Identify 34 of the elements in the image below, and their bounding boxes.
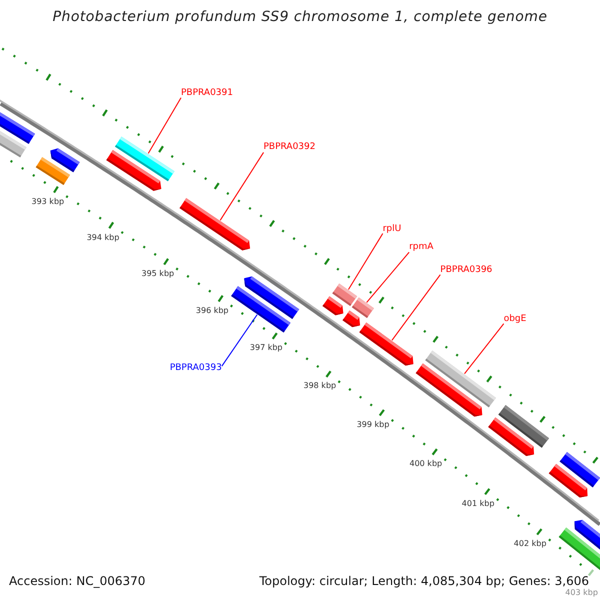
- scale-label: 395 kbp: [142, 269, 174, 280]
- category-bar: [352, 297, 374, 318]
- category-bar: [332, 284, 358, 306]
- gene-label: PBPRA0393: [170, 362, 222, 374]
- gene-label: rpmA: [409, 242, 434, 254]
- footer-text: Accession: NC_006370: [9, 574, 146, 588]
- scale-label: 400 kbp: [410, 458, 442, 469]
- scale-label: 403 kbp: [565, 588, 598, 598]
- scale-label: 393 kbp: [32, 197, 64, 208]
- scale-label: 399 kbp: [356, 420, 390, 430]
- scale-label: 394 kbp: [86, 232, 120, 243]
- leader-line: [348, 233, 384, 290]
- category-bar: [114, 136, 174, 182]
- scale-label: 397 kbp: [250, 343, 282, 354]
- scale-label: 402 kbp: [514, 538, 546, 549]
- scale-label: 401 kbp: [462, 498, 494, 508]
- category-bar: [231, 286, 291, 333]
- leader-line: [464, 323, 504, 374]
- leader-line: [366, 252, 410, 303]
- leader-line: [220, 152, 264, 221]
- leader-line: [221, 314, 258, 367]
- gene-label: rplU: [382, 224, 402, 234]
- gene-label: obgE: [504, 314, 526, 325]
- gene-label: PBPRA0391: [181, 88, 233, 99]
- leader-line: [391, 274, 441, 341]
- gene-block: [359, 322, 414, 366]
- gene-label: PBPRA0392: [264, 142, 316, 154]
- footer-text: Topology: circular; Length: 4,085,304 bp; Genes: 3,606: [259, 574, 589, 588]
- scale-label: 398 kbp: [304, 381, 336, 392]
- title: Photobacterium profundum SS9 chromosome 1, complete genome: [52, 9, 548, 25]
- category-bar: [425, 350, 496, 408]
- gene-block: [180, 198, 250, 250]
- gene-label: PBPRA0396: [440, 264, 492, 276]
- leader-line: [148, 97, 182, 154]
